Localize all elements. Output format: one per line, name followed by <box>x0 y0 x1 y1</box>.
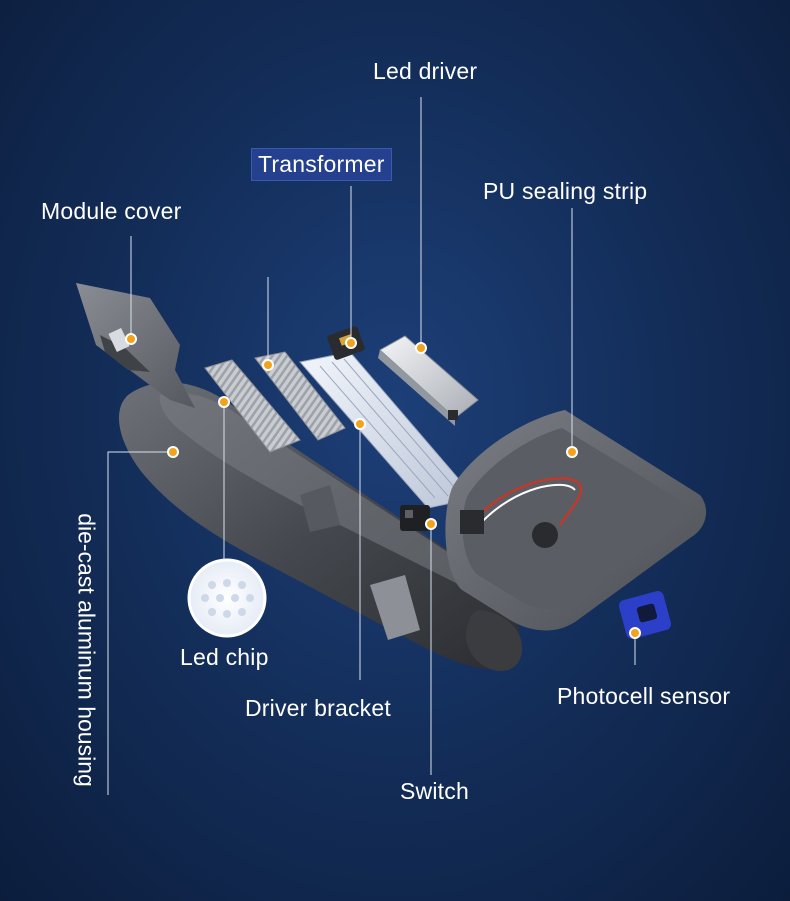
label-transformer: Transformer <box>251 148 392 181</box>
led-module-1 <box>204 359 301 453</box>
marker-module-2 <box>262 359 274 371</box>
marker-module-cover <box>125 333 137 345</box>
label-pu-sealing-strip: PU sealing strip <box>483 178 648 204</box>
lid-part <box>445 410 707 631</box>
leader-housing <box>107 451 173 795</box>
label-driver-bracket: Driver bracket <box>245 695 391 721</box>
marker-housing <box>167 446 179 458</box>
marker-driver-bracket <box>354 418 366 430</box>
marker-photocell-sensor <box>629 627 641 639</box>
label-module-cover: Module cover <box>41 198 182 224</box>
marker-led-chip <box>218 396 230 408</box>
label-photocell-sensor: Photocell sensor <box>557 683 731 709</box>
marker-pu-sealing-strip <box>566 446 578 458</box>
switch-part <box>400 505 430 531</box>
label-led-chip: Led chip <box>180 644 269 670</box>
marker-dots <box>125 333 641 639</box>
label-led-driver: Led driver <box>373 58 478 84</box>
marker-transformer <box>345 337 357 349</box>
label-switch: Switch <box>400 778 469 804</box>
led-chip-magnifier <box>187 558 267 638</box>
label-housing: die-cast aluminum housing <box>73 513 100 787</box>
led-module-2 <box>254 351 346 441</box>
photocell-sensor-part <box>618 591 672 639</box>
led-driver-part <box>378 335 479 426</box>
marker-switch <box>425 518 437 530</box>
marker-led-driver <box>415 342 427 354</box>
housing-part <box>118 382 523 672</box>
module-cover-part <box>76 283 195 408</box>
